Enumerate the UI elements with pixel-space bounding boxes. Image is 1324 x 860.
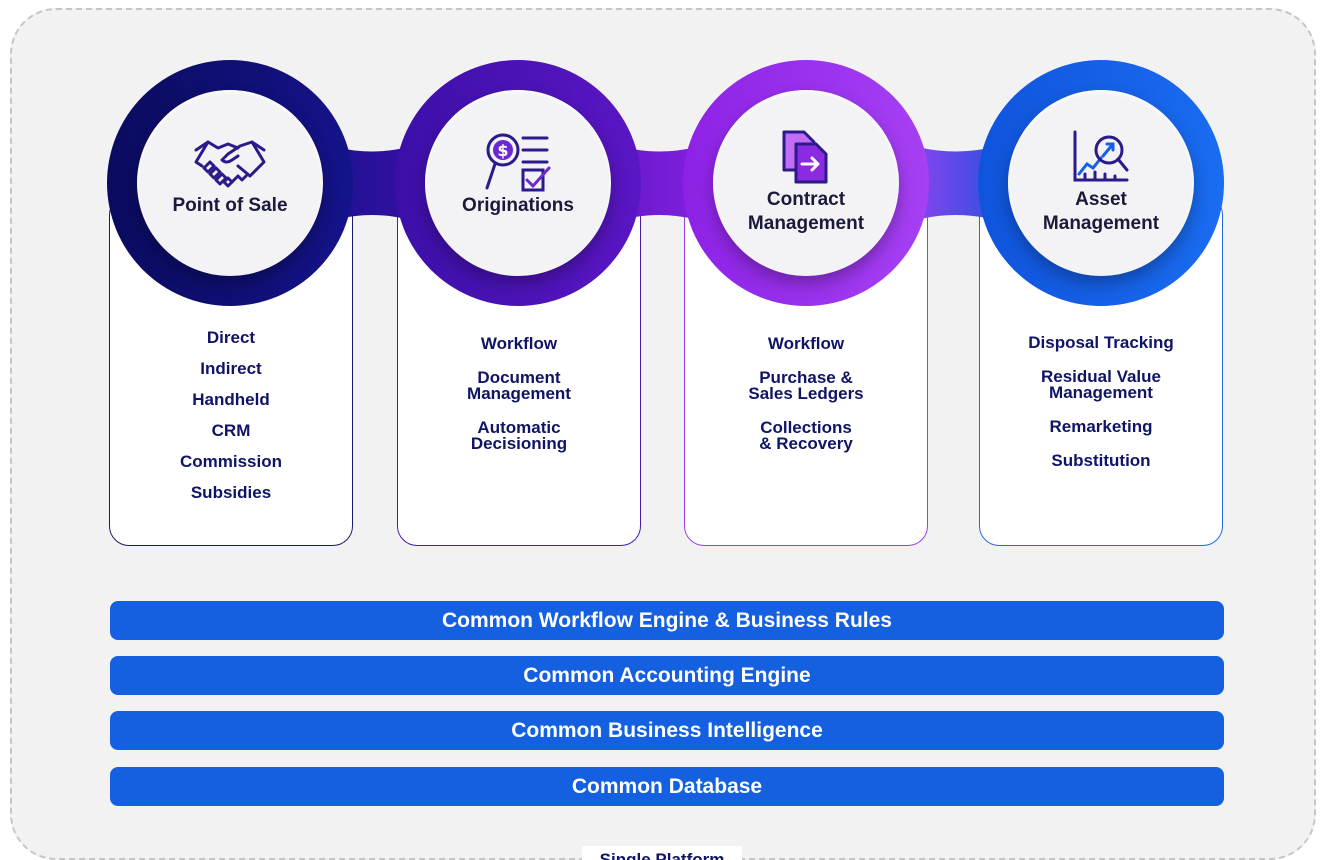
document-transfer-icon bbox=[780, 128, 832, 184]
list-item: Document Management bbox=[467, 368, 571, 403]
list-item: Remarketing bbox=[1049, 417, 1153, 436]
list-item: Indirect bbox=[200, 359, 262, 378]
list-item: Collections & Recovery bbox=[759, 418, 853, 453]
list-item: CRM bbox=[211, 421, 251, 440]
module-title: Point of Sale bbox=[172, 195, 288, 216]
list-item: Disposal Tracking bbox=[1028, 333, 1174, 352]
module-disc-contract-management: Contract Management bbox=[713, 90, 899, 276]
list-item: Purchase & Sales Ledgers bbox=[748, 368, 864, 403]
dollar-magnifier-checklist-icon: $ bbox=[483, 133, 553, 192]
module-disc-originations: $ Originations bbox=[425, 90, 611, 276]
module-disc-asset-management: Asset Management bbox=[1008, 90, 1194, 276]
layer-business-intelligence: Common Business Intelligence bbox=[110, 711, 1224, 750]
module-title: Asset Management bbox=[1042, 189, 1160, 234]
platform-label: Single Platform bbox=[582, 846, 742, 860]
module-disc-point-of-sale: Point of Sale bbox=[137, 90, 323, 276]
list-item: Subsidies bbox=[190, 483, 272, 502]
list-item: Commission bbox=[179, 452, 283, 471]
svg-text:$: $ bbox=[497, 141, 508, 160]
module-title: Originations bbox=[462, 195, 574, 216]
list-item: Workflow bbox=[480, 334, 558, 353]
list-item: Residual Value Management bbox=[1041, 367, 1161, 402]
list-item: Handheld bbox=[192, 390, 270, 409]
list-item: Direct bbox=[206, 328, 256, 347]
layer-workflow-engine: Common Workflow Engine & Business Rules bbox=[110, 601, 1224, 640]
layer-accounting-engine: Common Accounting Engine bbox=[110, 656, 1224, 695]
module-title: Contract Management bbox=[747, 189, 865, 234]
list-item: Automatic Decisioning bbox=[470, 418, 568, 453]
list-item: Workflow bbox=[767, 334, 845, 353]
layer-database: Common Database bbox=[110, 767, 1224, 806]
handshake-icon bbox=[192, 134, 268, 190]
chart-analysis-icon bbox=[1071, 128, 1131, 184]
list-item: Substitution bbox=[1051, 451, 1151, 470]
